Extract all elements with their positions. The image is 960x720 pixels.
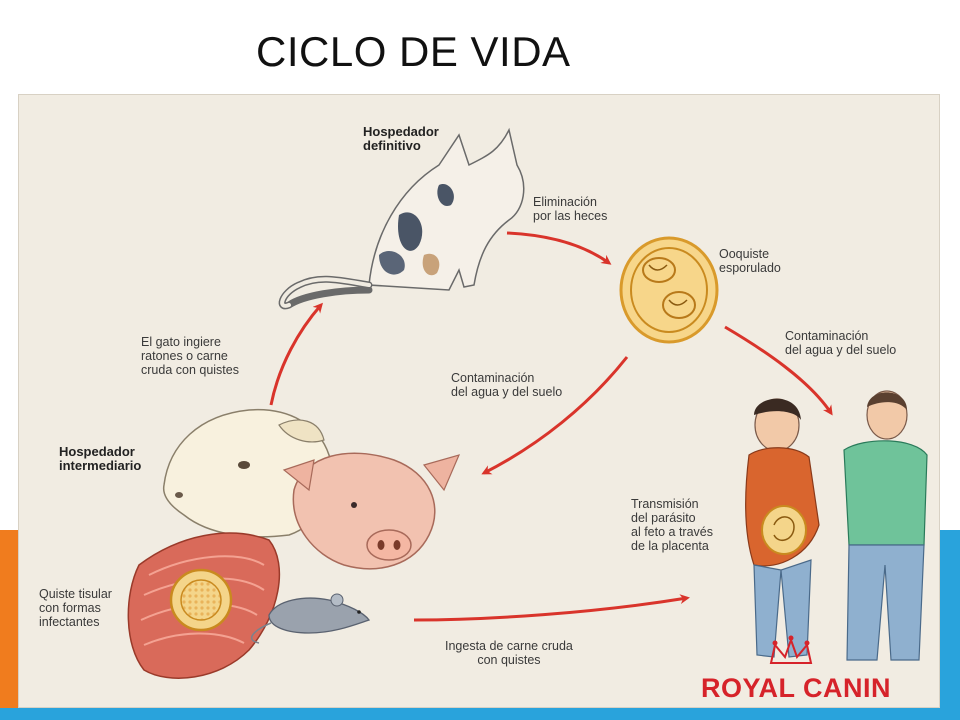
label-contamination-center: Contaminación del agua y del suelo xyxy=(451,371,563,399)
label-transmission: Transmisión del parásito al feto a travé… xyxy=(631,497,713,553)
label-elimination: Eliminación por las heces xyxy=(533,195,608,223)
arrow-ingestion-to-humans xyxy=(413,594,690,622)
life-cycle-figure: Hospedador definitivo Eliminación por la… xyxy=(18,94,940,708)
sheep-illustration xyxy=(162,408,333,538)
label-oocyst: Ooquiste esporulado xyxy=(719,247,781,275)
sporulated-oocyst-illustration xyxy=(619,236,719,344)
label-host-intermediate: Hospedador intermediario xyxy=(59,444,142,473)
label-ingestion: Ingesta de carne cruda con quistes xyxy=(445,639,573,667)
cycle-arrows xyxy=(269,231,833,622)
label-cat-ingests: El gato ingiere ratones o carne cruda co… xyxy=(141,335,239,377)
life-cycle-illustration xyxy=(127,127,928,679)
arrow-cat-to-oocyst xyxy=(506,231,612,265)
blue-accent-band xyxy=(940,530,960,720)
arrow-intermediate-to-cat xyxy=(269,302,323,406)
royal-canin-logo: ROYAL CANIN xyxy=(701,673,892,703)
pig-illustration xyxy=(282,452,461,570)
pregnant-woman-illustration xyxy=(745,398,820,658)
cat-illustration xyxy=(278,127,525,310)
label-host-definitive: Hospedador definitivo xyxy=(363,124,439,153)
label-contamination-right: Contaminación del agua y del suelo xyxy=(785,329,897,357)
royal-canin-crown-icon xyxy=(769,635,813,664)
slide-title: CICLO DE VIDA xyxy=(256,28,571,75)
man-illustration xyxy=(843,390,928,661)
mouse-illustration xyxy=(250,593,371,644)
arrow-oocyst-to-humans xyxy=(724,325,833,416)
arrow-oocyst-to-intermediate xyxy=(481,356,629,475)
muscle-tissue-illustration xyxy=(127,532,281,679)
blue-bottom-band xyxy=(0,708,960,720)
label-tissue-cyst: Quiste tisular con formas infectantes xyxy=(39,587,112,629)
